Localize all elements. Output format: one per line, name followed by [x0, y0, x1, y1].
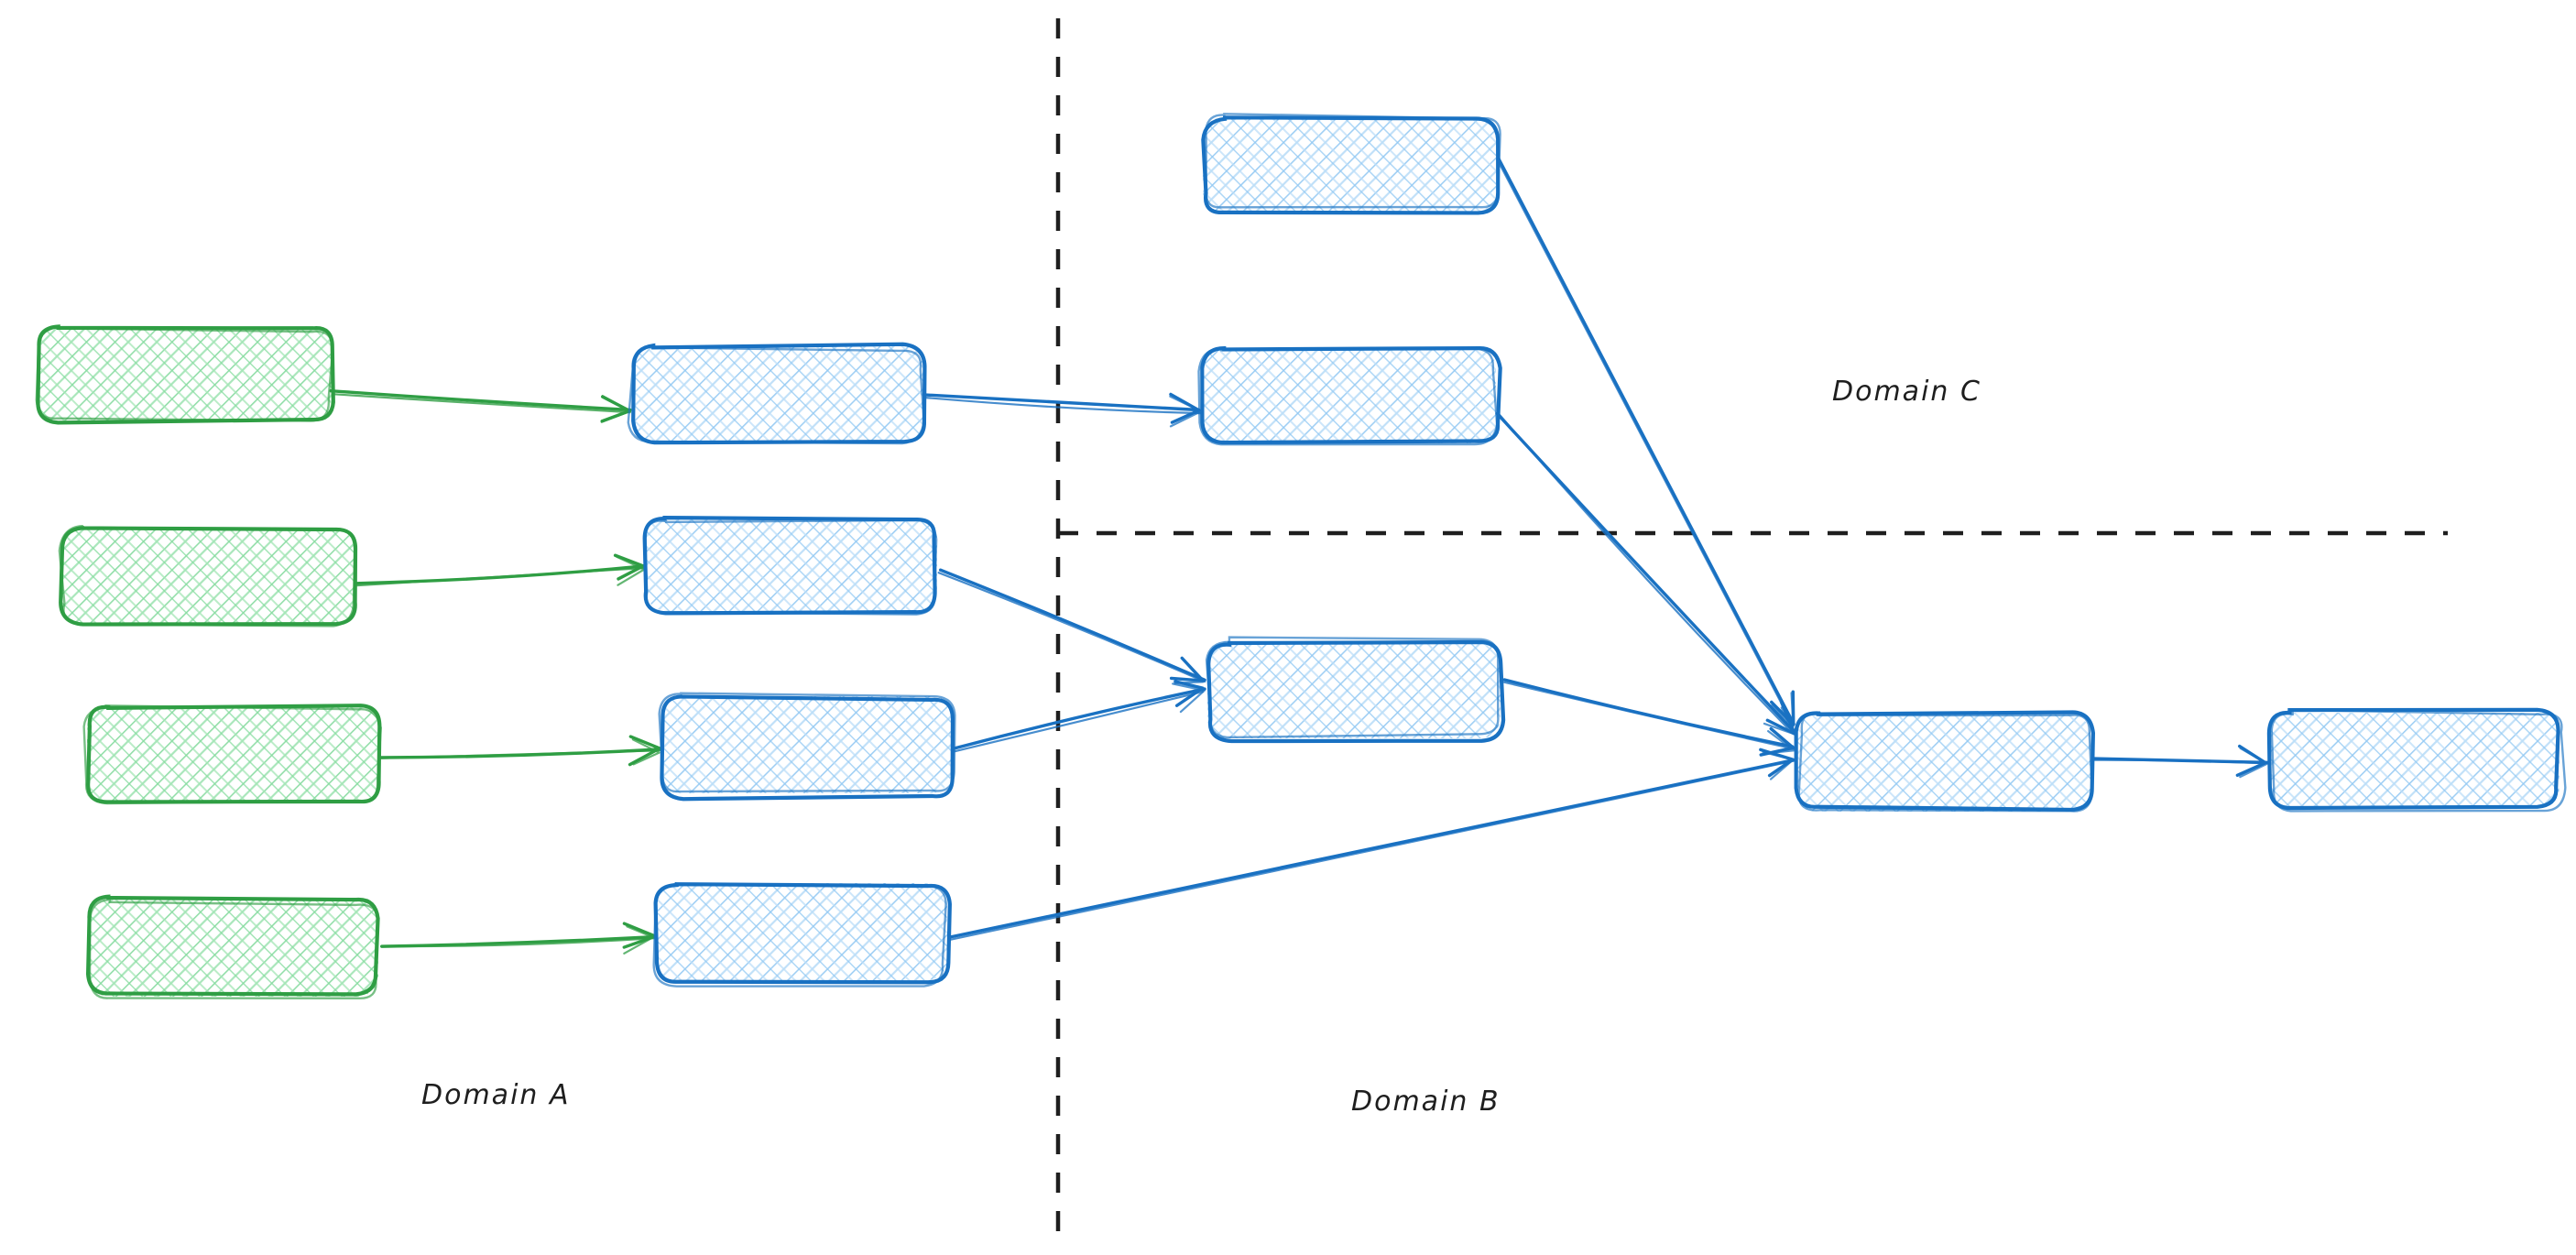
edge-e-btop-cmerge — [1496, 156, 1796, 727]
node-a-src-1[interactable] — [35, 324, 335, 425]
node-b-mid[interactable] — [1197, 345, 1502, 446]
node-c-merge[interactable] — [1794, 710, 2096, 813]
edge-e-src4-proc4 — [380, 922, 658, 955]
node-layer — [35, 113, 2567, 999]
edge-e-src1-proc1 — [329, 388, 632, 423]
label-domain-a: Domain A — [421, 1079, 571, 1111]
node-a-proc-3[interactable] — [658, 692, 956, 802]
edge-e-proc4-cmerge — [948, 748, 1796, 941]
edge-e-proc3-blow — [952, 680, 1206, 753]
edge-e-src2-proc2 — [355, 553, 646, 587]
node-a-proc-4[interactable] — [652, 882, 952, 988]
edge-e-cmerge-cout — [2091, 744, 2269, 779]
label-domain-b: Domain B — [1351, 1086, 1501, 1118]
node-b-top[interactable] — [1201, 113, 1501, 215]
edge-e-proc1-btop — [922, 392, 1203, 428]
edge-e-src3-proc3 — [377, 735, 661, 767]
edge-layer — [329, 156, 2269, 955]
node-a-proc-1[interactable] — [627, 342, 927, 445]
node-a-src-2[interactable] — [58, 524, 358, 628]
node-a-src-4[interactable] — [85, 894, 380, 999]
node-a-proc-2[interactable] — [642, 515, 938, 616]
edge-e-bmid-cmerge — [1495, 411, 1797, 736]
node-a-src-3[interactable] — [82, 704, 382, 805]
node-b-low[interactable] — [1205, 636, 1506, 744]
divider-layer — [1055, 18, 2448, 1239]
node-c-out[interactable] — [2266, 707, 2567, 813]
edge-e-proc2-blow — [937, 568, 1206, 684]
label-domain-c: Domain C — [1832, 376, 1981, 408]
